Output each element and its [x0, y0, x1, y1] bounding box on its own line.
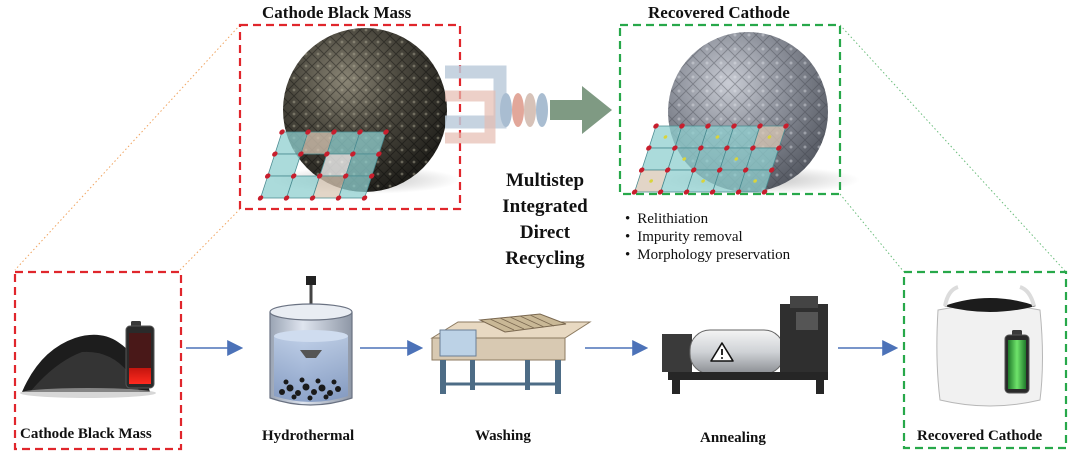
- center-title-line-4: Recycling: [505, 248, 585, 269]
- warning-icon: [710, 342, 734, 362]
- step-label-1: Cathode Black Mass: [20, 426, 152, 442]
- zoom-lines: [14, 24, 1067, 273]
- step-hydrothermal: [269, 276, 353, 406]
- big-process-arrow: [550, 86, 612, 134]
- step-washing: [430, 313, 592, 394]
- step-label-2: Hydrothermal: [262, 428, 355, 444]
- step-annealing: [662, 296, 828, 394]
- center-title-line-2: Integrated: [502, 196, 588, 217]
- step-label-5: Recovered Cathode: [917, 428, 1043, 444]
- top-left-title: Cathode Black Mass: [262, 3, 412, 22]
- battery-low-icon: [125, 321, 155, 389]
- crystal-lattice-restored: [631, 123, 789, 195]
- center-title-line-3: Direct: [519, 222, 571, 243]
- green-dashed-frame-bottom: [902, 270, 1068, 450]
- recovered-cathode-detail: [618, 23, 860, 196]
- benefit-list: Relithiation Impurity removal Morphology…: [625, 210, 790, 264]
- center-title-line-1: Multistep: [505, 170, 585, 191]
- step-cathode-black-mass: [13, 270, 183, 451]
- process-transition: [445, 65, 612, 144]
- benefit-item: Relithiation: [625, 210, 790, 228]
- benefit-item: Morphology preservation: [625, 246, 790, 264]
- annealing-furnace: [689, 329, 785, 375]
- battery-full-icon: [1004, 330, 1030, 394]
- crystal-lattice-defective: [257, 129, 389, 201]
- top-right-title: Recovered Cathode: [648, 3, 790, 22]
- red-dashed-frame-bottom: [13, 270, 183, 451]
- green-dashed-frame-top: [618, 23, 842, 196]
- cathode-black-mass-detail: [238, 23, 462, 211]
- center-title: Multistep Integrated Direct Recycling: [470, 168, 620, 272]
- step-label-4: Annealing: [700, 430, 766, 446]
- step-label-3: Washing: [475, 428, 531, 444]
- benefit-item: Impurity removal: [625, 228, 790, 246]
- step-recovered-cathode: [902, 270, 1068, 450]
